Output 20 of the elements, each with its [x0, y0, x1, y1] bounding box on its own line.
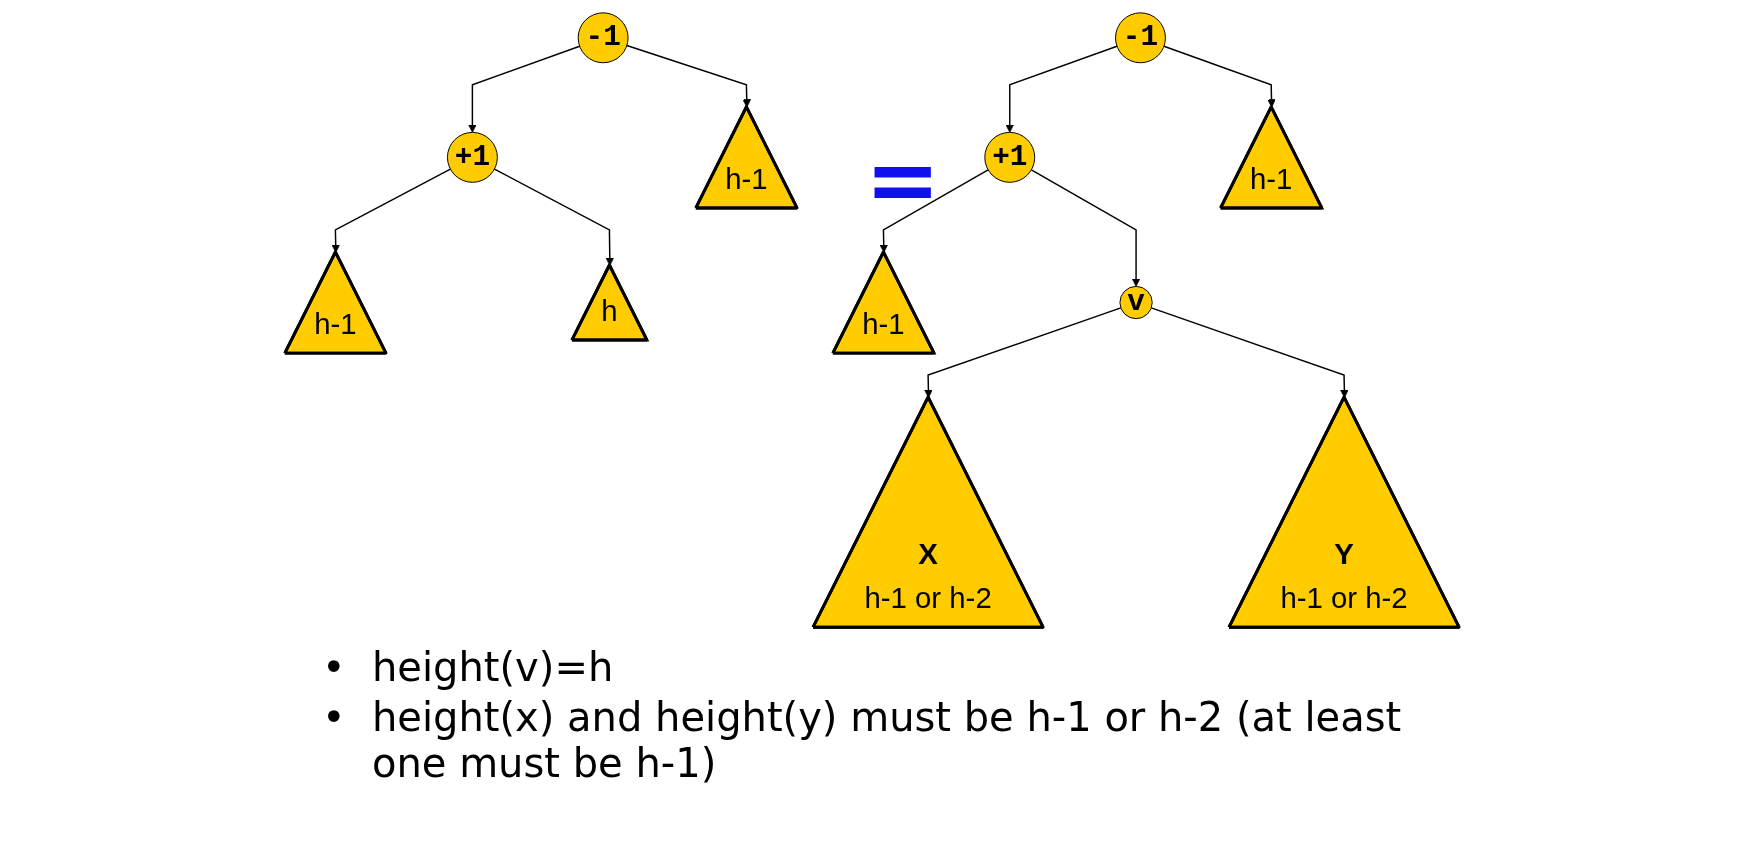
- arrow: [924, 307, 1122, 398]
- arrow: [1030, 169, 1141, 287]
- arrow: [626, 44, 752, 108]
- bullet: •: [322, 694, 347, 742]
- arrow: [493, 168, 615, 266]
- arrow: [331, 168, 452, 253]
- equals-sign: =: [865, 135, 941, 225]
- bullet-note: height(v)=h: [372, 644, 614, 690]
- node-circle: v: [1119, 285, 1153, 320]
- node-circle: +1: [984, 131, 1036, 183]
- arrow: [468, 45, 581, 133]
- arrow: [1005, 45, 1118, 133]
- arrow: [879, 169, 989, 253]
- bullet-note: height(x) and height(y) must be h-1 or h-2 (at least one must be h-1): [372, 694, 1403, 786]
- arrow: [1163, 45, 1276, 108]
- node-circle: -1: [577, 12, 629, 64]
- arrow: [1150, 307, 1349, 398]
- node-circle: -1: [1115, 12, 1166, 64]
- node-circle: +1: [447, 131, 498, 183]
- bullet: •: [322, 644, 347, 690]
